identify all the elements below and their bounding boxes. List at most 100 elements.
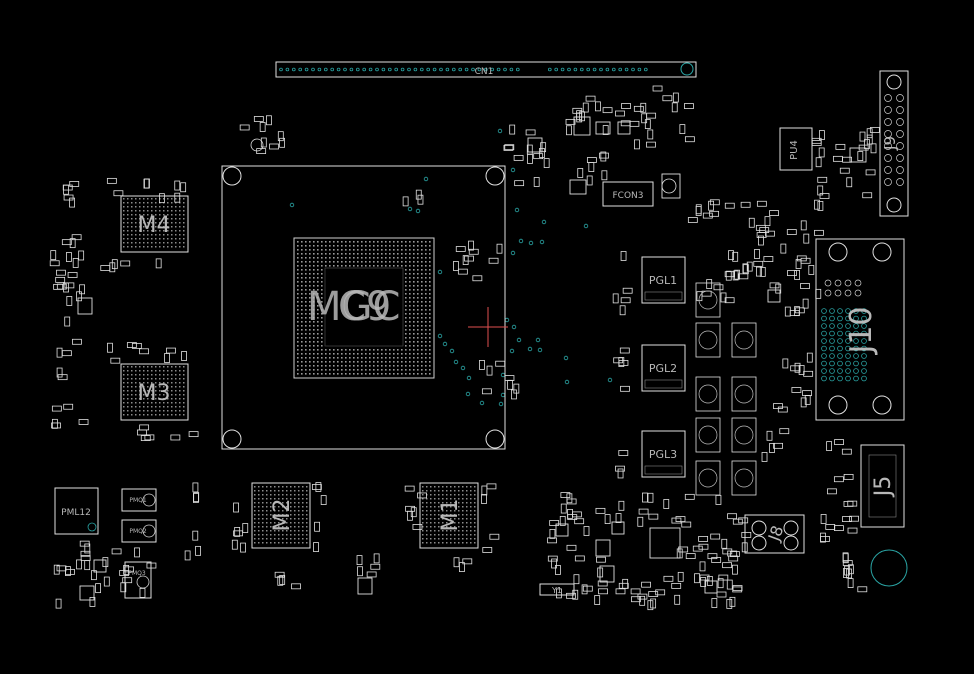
pad <box>405 353 407 355</box>
ic-footprint <box>77 297 93 315</box>
mosfet-pmq2[interactable]: PMQ2 <box>121 519 157 543</box>
pad <box>385 365 387 367</box>
passive-component <box>57 374 68 381</box>
pad <box>333 257 335 259</box>
pad <box>442 502 444 504</box>
pad <box>393 353 395 355</box>
memory-chip-m1[interactable]: M1 <box>419 482 479 549</box>
pad <box>258 490 260 492</box>
pad <box>425 261 427 263</box>
pad <box>183 414 185 416</box>
pad <box>167 374 169 376</box>
pad <box>306 506 308 508</box>
memory-chip-m4[interactable]: M4 <box>120 195 189 253</box>
pad <box>317 301 319 303</box>
passive-component <box>779 428 790 435</box>
pad <box>309 333 311 335</box>
pad <box>401 353 403 355</box>
pad <box>274 486 276 488</box>
pad <box>171 230 173 232</box>
pad <box>450 510 452 512</box>
pad <box>183 374 185 376</box>
pad <box>462 498 464 500</box>
pad <box>179 218 181 220</box>
connector-cn1[interactable]: CN1 <box>275 61 697 78</box>
pad <box>426 490 428 492</box>
inductor-pgl1[interactable]: PGL1 <box>641 256 686 304</box>
passive-component <box>618 582 629 589</box>
passive-component <box>277 131 284 142</box>
pad <box>305 329 307 331</box>
pad <box>389 245 391 247</box>
pad <box>123 370 125 372</box>
pad <box>349 249 351 251</box>
pad <box>131 202 133 204</box>
pad <box>385 257 387 259</box>
pad <box>450 502 452 504</box>
pad <box>175 198 177 200</box>
fan-connector-fcon3[interactable]: FCON3 <box>602 181 654 207</box>
gpu-package[interactable]: MGC C9 <box>221 165 506 450</box>
pad <box>262 498 264 500</box>
pad <box>325 353 327 355</box>
pad <box>333 245 335 247</box>
inductor-pgl2[interactable]: PGL2 <box>641 344 686 392</box>
inductor-pgl3[interactable]: PGL3 <box>641 430 686 478</box>
pad <box>183 394 185 396</box>
pad <box>369 257 371 259</box>
passive-component <box>759 267 766 277</box>
pad <box>305 341 307 343</box>
memory-chip-m2[interactable]: M2 <box>251 482 311 549</box>
passive-component <box>56 367 63 378</box>
pad <box>301 249 303 251</box>
regulator-pu4[interactable]: PU4 <box>779 127 813 171</box>
pad <box>325 265 327 267</box>
pad <box>337 265 339 267</box>
pad <box>159 230 161 232</box>
pad <box>454 498 456 500</box>
passive-component <box>405 505 415 512</box>
connector-j10[interactable]: J10 <box>815 238 905 421</box>
pad <box>123 234 125 236</box>
pad <box>373 253 375 255</box>
pad <box>413 345 415 347</box>
pad <box>139 398 141 400</box>
pad <box>417 353 419 355</box>
passive-component <box>738 273 749 280</box>
pad <box>278 494 280 496</box>
connector-j9[interactable]: J9 <box>879 70 909 217</box>
pad <box>426 526 428 528</box>
pad <box>301 265 303 267</box>
pad <box>167 394 169 396</box>
pad <box>385 253 387 255</box>
pad <box>429 365 431 367</box>
pad <box>135 378 137 380</box>
pad <box>425 345 427 347</box>
pin <box>844 289 852 297</box>
pad <box>305 261 307 263</box>
mosfet-pmq1[interactable]: PMQ1 <box>121 488 157 512</box>
pad <box>466 538 468 540</box>
connector-j8[interactable]: J8 <box>744 514 805 554</box>
pad <box>167 390 169 392</box>
memory-chip-m3[interactable]: M3 <box>120 363 189 421</box>
pad <box>309 353 311 355</box>
inductor-pml12[interactable]: PML12 <box>54 487 99 535</box>
passive-component <box>641 113 648 124</box>
pad <box>167 226 169 228</box>
pad <box>422 542 424 544</box>
via <box>554 67 558 72</box>
crystal-y1[interactable]: Y1 <box>539 583 575 596</box>
pad <box>429 329 431 331</box>
pin <box>884 142 892 150</box>
pad <box>313 297 315 299</box>
passive-component <box>50 250 57 261</box>
pad <box>254 538 256 540</box>
pad <box>175 406 177 408</box>
connector-j5[interactable]: J5 <box>860 444 905 528</box>
pad <box>278 502 280 504</box>
passive-component <box>586 175 593 186</box>
mosfet-pmq3[interactable]: PMQ3 <box>124 561 152 599</box>
pad <box>341 373 343 375</box>
